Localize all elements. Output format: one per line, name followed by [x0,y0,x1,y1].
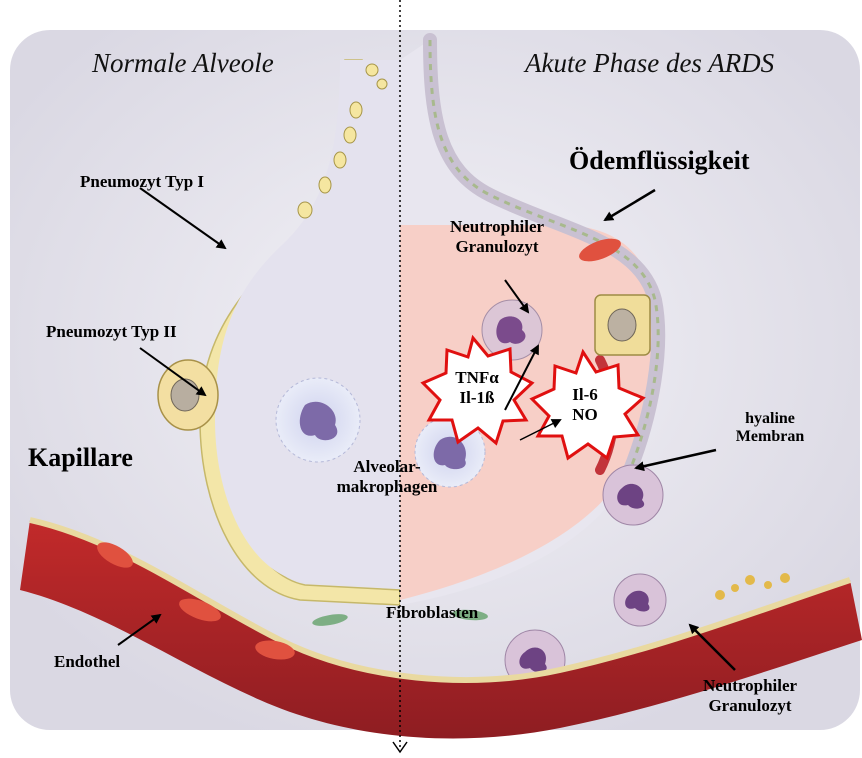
label-alveolar-line2: makrophagen [322,477,452,497]
label-pneumozyt-typ2: Pneumozyt Typ II [46,322,177,342]
label-hyaline-membran: hyaline Membran [710,410,830,447]
label-alveolarmakrophagen: Alveolar- makrophagen [322,457,452,496]
label-neutro-top-line1: Neutrophiler [437,217,557,237]
label-neutro-top-line2: Granulozyt [437,237,557,257]
label-tnf-line2: Il-1ß [442,388,512,408]
label-il6-line1: Il-6 [557,385,613,405]
label-hyaline-line1: hyaline [710,410,830,428]
alveolar-macrophage-left [276,378,360,462]
title-akute-phase: Akute Phase des ARDS [525,48,774,79]
label-neutro-bottom-line1: Neutrophiler [680,676,820,696]
label-oedemfluessigkeit: Ödemflüssigkeit [569,146,750,176]
label-neutro-bottom-line2: Granulozyt [680,696,820,716]
label-neutrophiler-granulozyt-top: Neutrophiler Granulozyt [437,217,557,256]
neutrophil-top-cell [482,300,542,360]
label-tnf-line1: TNFα [442,368,512,388]
label-fibroblasten: Fibroblasten [386,603,478,623]
title-normal-alveole: Normale Alveole [92,48,274,79]
label-hyaline-line2: Membran [710,428,830,446]
label-tnf-il1: TNFα Il-1ß [442,368,512,407]
label-alveolar-line1: Alveolar- [322,457,452,477]
pneumocyte-type2-left [158,360,218,430]
label-il6-no: Il-6 NO [557,385,613,424]
label-il6-line2: NO [557,405,613,425]
label-neutrophiler-granulozyt-bottom: Neutrophiler Granulozyt [680,676,820,715]
label-pneumozyt-typ1: Pneumozyt Typ I [80,172,204,192]
label-endothel: Endothel [54,652,120,672]
label-kapillare: Kapillare [28,443,133,473]
